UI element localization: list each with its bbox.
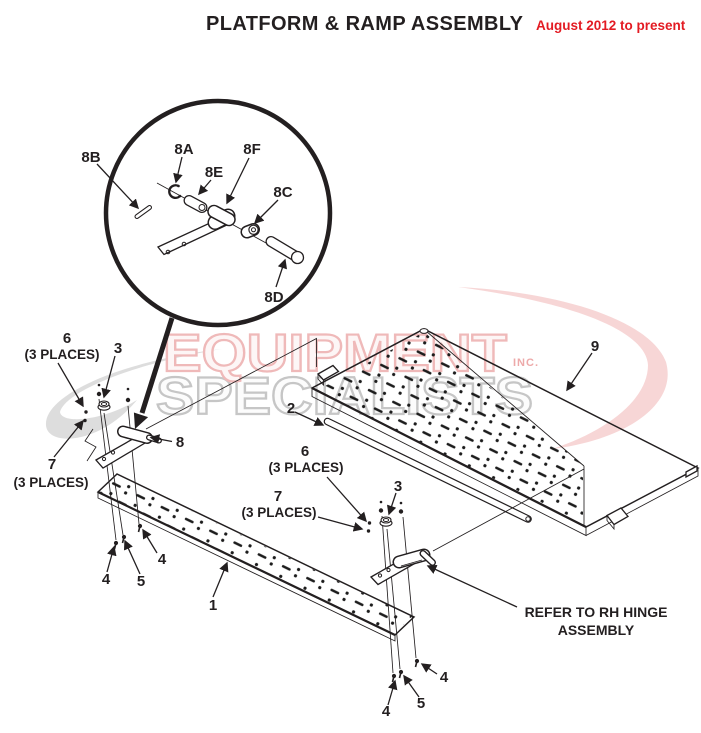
callout-6-mid: 6	[301, 443, 309, 460]
callout-9: 9	[591, 338, 599, 355]
bolts-bottom-right	[391, 658, 420, 683]
revision-date: August 2012 to present	[536, 18, 686, 33]
callout-4-bl2: 4	[158, 551, 167, 568]
watermark-gray-swoosh	[45, 349, 222, 439]
callout-6-mid-note: (3 PLACES)	[268, 460, 343, 475]
rh-hinge	[369, 548, 436, 586]
watermark-word-inc: INC.	[513, 357, 539, 369]
callout-3-mid: 3	[394, 478, 402, 495]
platform-plate-1	[96, 473, 416, 642]
arrow-8d	[275, 258, 288, 288]
arrow-7-left	[53, 419, 84, 458]
callout-arrows	[53, 352, 593, 706]
detail-label-8e: 8E	[205, 164, 223, 181]
hinge-rod-2	[323, 417, 532, 523]
rh-hinge-connector	[432, 468, 585, 552]
bolts-bottom-left	[113, 523, 143, 550]
arrow-6-left	[57, 362, 84, 408]
ramp-tab-left	[316, 364, 340, 387]
detail-label-8c: 8C	[273, 184, 292, 201]
fasteners-left-cluster	[83, 383, 131, 423]
detail-part-8a-snap-ring	[168, 184, 182, 199]
callout-8: 8	[176, 434, 184, 451]
arrow-2	[294, 411, 325, 426]
arrow-3-mid	[386, 492, 397, 516]
callout-7-left-note: (3 PLACES)	[13, 475, 88, 490]
break-line	[84, 428, 97, 462]
page-title: PLATFORM & RAMP ASSEMBLY	[206, 13, 524, 35]
detail-label-8d: 8D	[264, 289, 283, 306]
detail-label-8b: 8B	[81, 149, 100, 166]
ramp-tab-right	[606, 507, 629, 531]
arrow-rh-hinge-note	[426, 565, 518, 608]
callout-4-br2: 4	[440, 669, 449, 686]
detail-part-8b-pin	[134, 205, 152, 219]
detail-part-8c-washer	[240, 223, 260, 239]
flange-nut-3-left	[97, 400, 111, 411]
platform-tread-pattern	[99, 476, 412, 634]
callout-1: 1	[209, 597, 217, 614]
callout-6-left: 6	[63, 330, 71, 347]
callout-3-left: 3	[114, 340, 122, 357]
arrow-8a	[173, 156, 183, 184]
arrow-4-br2	[420, 663, 438, 675]
ramp-tread-pattern	[316, 332, 583, 523]
callout-4-bl: 4	[102, 571, 111, 588]
pivot-hole	[419, 328, 429, 334]
arrow-8e	[198, 179, 212, 196]
arrow-3-left	[101, 355, 116, 399]
callout-7-left: 7	[48, 456, 56, 473]
detail-part-8d-pin	[265, 236, 305, 265]
callout-labels: 6 (3 PLACES) 3 7 (3 PLACES) 8 2 9 6 (3 P…	[13, 330, 667, 720]
callout-7-mid: 7	[274, 488, 282, 505]
rh-hinge-note-line1: REFER TO RH HINGE	[525, 604, 668, 620]
callout-5-bl: 5	[137, 573, 145, 590]
magnifier-pointer-arrow	[133, 317, 175, 429]
arrow-6-mid	[326, 476, 367, 523]
detail-label-8a: 8A	[174, 141, 193, 158]
arrow-8b	[96, 163, 139, 210]
arrow-8	[149, 434, 173, 444]
callout-6-left-note: (3 PLACES)	[24, 347, 99, 362]
callout-2: 2	[287, 400, 295, 417]
arrow-4-bl2	[142, 528, 158, 554]
watermark-red-swoosh	[458, 287, 668, 449]
callout-4-br: 4	[382, 703, 391, 720]
flange-nut-3-mid	[379, 516, 393, 527]
arrow-4-bl	[106, 545, 117, 573]
arrow-9	[566, 352, 593, 392]
arrow-7-mid	[317, 516, 364, 532]
arrow-1	[212, 561, 229, 598]
rh-hinge-note-line2: ASSEMBLY	[558, 622, 635, 638]
callout-5-br: 5	[417, 695, 425, 712]
ramp-plate-9	[310, 328, 700, 537]
hinge-location-connector	[145, 337, 317, 430]
detail-part-8f-bushing	[207, 204, 236, 227]
fasteners-mid-cluster	[366, 500, 404, 533]
arrow-5-bl	[123, 539, 141, 575]
detail-part-8e-bushing	[183, 195, 208, 213]
detail-circle-callout: 8B 8A 8E 8F 8C 8D	[81, 98, 333, 328]
callout-7-mid-note: (3 PLACES)	[241, 505, 316, 520]
ramp-corner-bracket	[685, 464, 698, 479]
detail-label-8f: 8F	[243, 141, 261, 158]
arrow-8f	[226, 157, 250, 205]
arrow-8c	[253, 199, 279, 225]
fastener-projection-lines	[84, 337, 585, 674]
arrow-4-br	[387, 679, 398, 706]
arrow-5-br	[403, 674, 420, 698]
